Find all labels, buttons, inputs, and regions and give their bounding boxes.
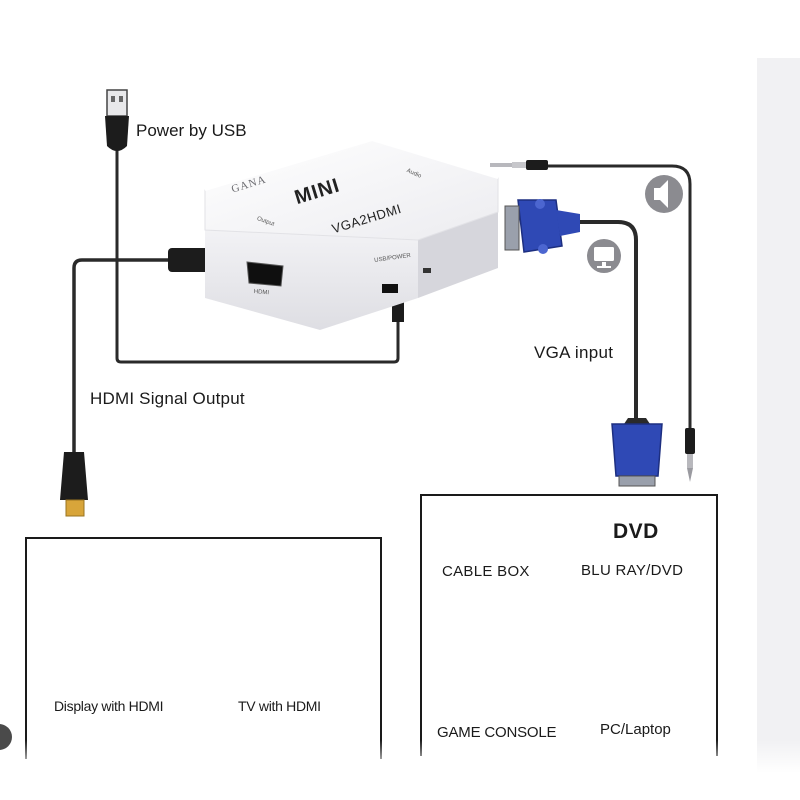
audio-plug-bottom-icon	[685, 428, 695, 482]
hdmi-plug-bottom-icon	[60, 452, 88, 517]
output-devices-box	[25, 537, 382, 759]
device-hdmi-port-text: HDMI	[253, 289, 270, 297]
hdmi-signal-output-label: HDMI Signal Output	[90, 389, 245, 408]
speaker-icon	[645, 175, 683, 213]
audio-plug-top-icon	[490, 160, 548, 170]
usb-plug-icon	[105, 89, 129, 151]
pc-laptop-label: PC/Laptop	[600, 721, 671, 738]
vga-cable	[504, 199, 663, 487]
vga-input-label: VGA input	[534, 343, 614, 362]
tv-with-hdmi-label: TV with HDMI	[238, 698, 321, 714]
game-console-label: GAME CONSOLE	[437, 724, 557, 741]
power-by-usb-label: Power by USB	[136, 121, 247, 140]
source-devices-box	[420, 494, 718, 756]
vga-plug-bottom-icon	[611, 418, 663, 487]
display-with-hdmi-label: Display with HDMI	[54, 698, 164, 714]
cable-box-label: CABLE BOX	[442, 563, 530, 580]
side-panel	[757, 58, 800, 800]
blu-ray-dvd-label: BLU RAY/DVD	[581, 562, 684, 579]
monitor-icon	[587, 239, 621, 273]
audio-cable	[490, 160, 695, 482]
dvd-badge-text: DVD	[613, 520, 659, 543]
bottom-fade	[0, 740, 800, 800]
converter-device	[204, 138, 499, 330]
vga-plug-top-icon	[504, 199, 580, 254]
corner-dot	[0, 724, 12, 750]
